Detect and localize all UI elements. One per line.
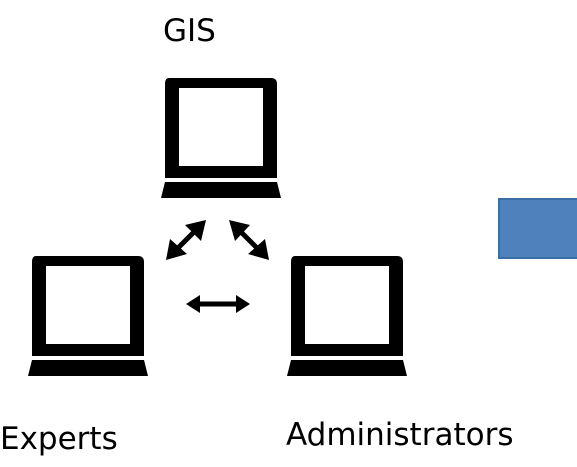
experts-administrators-arrow-icon: [186, 295, 250, 313]
gis-administrators-arrow-icon: [229, 220, 269, 260]
gis-computer-icon: [161, 78, 281, 198]
administrators-computer-icon: [287, 256, 407, 376]
label-experts: Experts: [0, 421, 118, 457]
experts-computer-icon: [28, 256, 148, 376]
gis-experts-arrow-icon: [166, 220, 206, 260]
label-gis: GIS: [163, 13, 216, 49]
label-administrators: Administrators: [286, 417, 514, 453]
blue-rectangle-shape: [498, 198, 577, 259]
